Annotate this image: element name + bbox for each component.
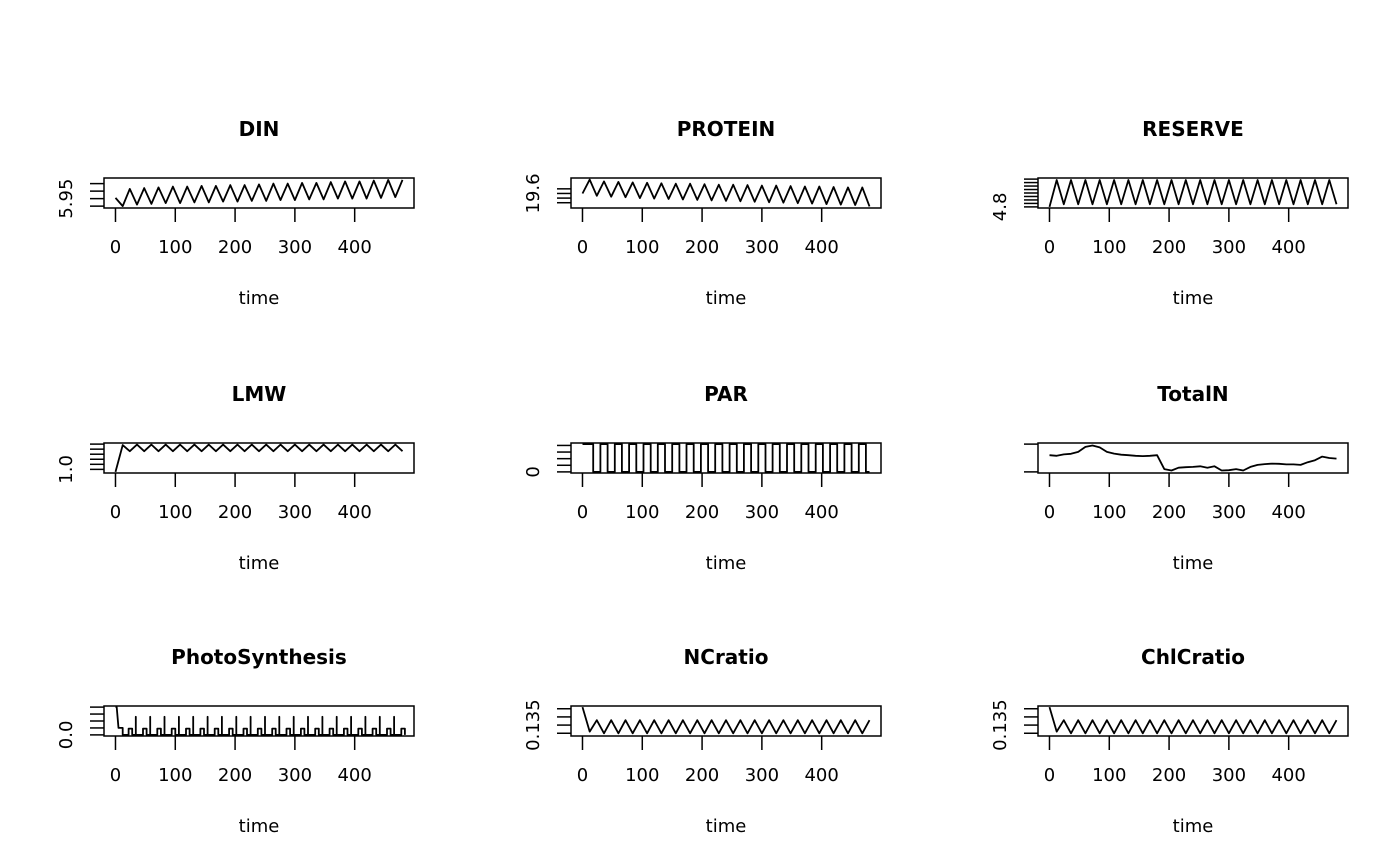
series-line-ncratio — [581, 706, 871, 735]
x-tick-label: 200 — [685, 502, 719, 523]
x-tick-label: 400 — [1271, 237, 1305, 258]
x-tick-label: 300 — [278, 237, 312, 258]
x-tick-label: 100 — [625, 237, 659, 258]
series-line-chlcratio — [1048, 706, 1338, 735]
plot-box — [103, 442, 415, 474]
x-tick-label: 100 — [1092, 765, 1126, 786]
x-tick-label: 100 — [158, 237, 192, 258]
x-tick-label: 100 — [1092, 502, 1126, 523]
panel-title: DIN — [239, 117, 280, 141]
panel-din: DIN 0 100 200 300 400 time 5.95 — [56, 117, 415, 309]
y-tick-label: 0.135 — [990, 699, 1011, 751]
x-tick-label: 0 — [1044, 765, 1055, 786]
series-line-lmw — [114, 443, 404, 473]
x-tick-label: 400 — [804, 502, 838, 523]
x-tick-label: 300 — [745, 502, 779, 523]
panel-title: ChlCratio — [1141, 645, 1245, 669]
x-tick-label: 300 — [745, 237, 779, 258]
x-tick-label: 100 — [1092, 237, 1126, 258]
panel-photosynthesis: PhotoSynthesis 0 100 200 300 400 time 0.0 — [56, 645, 415, 837]
y-tick-label: 0.135 — [523, 699, 544, 751]
x-axis-label: time — [239, 816, 280, 837]
series-line-totaln — [1049, 444, 1337, 472]
x-tick-label: 200 — [1152, 765, 1186, 786]
panel-chlcratio: ChlCratio 0 100 200 300 400 time 0.135 — [990, 645, 1349, 837]
y-tick-label: 4.8 — [990, 193, 1011, 222]
y-tick-label: 0 — [523, 466, 544, 477]
y-tick-label: 5.95 — [56, 179, 77, 219]
x-tick-label: 0 — [110, 237, 121, 258]
x-tick-label: 300 — [278, 765, 312, 786]
x-axis-label: time — [1173, 288, 1214, 309]
panel-title: PAR — [704, 382, 748, 406]
x-tick-label: 400 — [337, 237, 371, 258]
plot-box — [570, 442, 882, 474]
y-tick-label: 0.0 — [56, 721, 77, 750]
x-tick-label: 300 — [745, 765, 779, 786]
x-tick-label: 200 — [1152, 502, 1186, 523]
x-axis-label: time — [706, 816, 747, 837]
series-line-par — [582, 443, 870, 473]
x-tick-label: 400 — [804, 237, 838, 258]
panel-title: PROTEIN — [677, 117, 776, 141]
series-line-protein — [581, 178, 871, 207]
y-tick-label: 19.6 — [523, 173, 544, 213]
x-tick-label: 200 — [685, 765, 719, 786]
x-tick-label: 100 — [158, 765, 192, 786]
panel-protein: PROTEIN 0 100 200 300 400 time 19.6 — [523, 117, 882, 309]
x-axis-label: time — [706, 288, 747, 309]
x-tick-label: 400 — [337, 765, 371, 786]
x-tick-label: 300 — [1212, 502, 1246, 523]
x-axis-label: time — [239, 288, 280, 309]
x-axis-label: time — [1173, 816, 1214, 837]
x-tick-label: 0 — [577, 237, 588, 258]
panel-par: PAR 0 100 200 300 400 time 0 — [523, 382, 882, 574]
x-tick-label: 100 — [158, 502, 192, 523]
x-tick-label: 200 — [218, 765, 252, 786]
x-tick-label: 0 — [577, 765, 588, 786]
series-line-din — [114, 178, 404, 208]
x-axis-label: time — [1173, 553, 1214, 574]
x-tick-label: 200 — [218, 502, 252, 523]
panel-title: RESERVE — [1142, 117, 1244, 141]
x-tick-label: 100 — [625, 765, 659, 786]
x-tick-label: 400 — [337, 502, 371, 523]
x-tick-label: 200 — [1152, 237, 1186, 258]
x-tick-label: 400 — [804, 765, 838, 786]
x-tick-label: 200 — [685, 237, 719, 258]
x-tick-label: 300 — [278, 502, 312, 523]
panel-lmw: LMW 0 100 200 300 400 time 1.0 — [56, 382, 415, 574]
series-line-reserve — [1048, 179, 1338, 208]
series-line-photosynthesis — [115, 706, 406, 736]
panel-totaln: TotalN 0 100 200 300 400 time — [1024, 382, 1349, 574]
x-tick-label: 400 — [1271, 502, 1305, 523]
x-tick-label: 300 — [1212, 237, 1246, 258]
panel-title: NCratio — [684, 645, 769, 669]
x-tick-label: 100 — [625, 502, 659, 523]
x-tick-label: 0 — [110, 765, 121, 786]
panel-title: LMW — [232, 382, 287, 406]
panel-reserve: RESERVE 0 100 200 300 400 time 4.8 — [990, 117, 1349, 309]
x-tick-label: 400 — [1271, 765, 1305, 786]
x-tick-label: 0 — [577, 502, 588, 523]
panel-title: PhotoSynthesis — [171, 645, 347, 669]
y-tick-label: 1.0 — [56, 455, 77, 484]
x-axis-label: time — [706, 553, 747, 574]
x-axis-label: time — [239, 553, 280, 574]
panel-title: TotalN — [1157, 382, 1228, 406]
panel-ncratio: NCratio 0 100 200 300 400 time 0.135 — [523, 645, 882, 837]
x-tick-label: 0 — [1044, 237, 1055, 258]
x-tick-label: 300 — [1212, 765, 1246, 786]
x-tick-label: 0 — [110, 502, 121, 523]
x-tick-label: 0 — [1044, 502, 1055, 523]
x-tick-label: 200 — [218, 237, 252, 258]
